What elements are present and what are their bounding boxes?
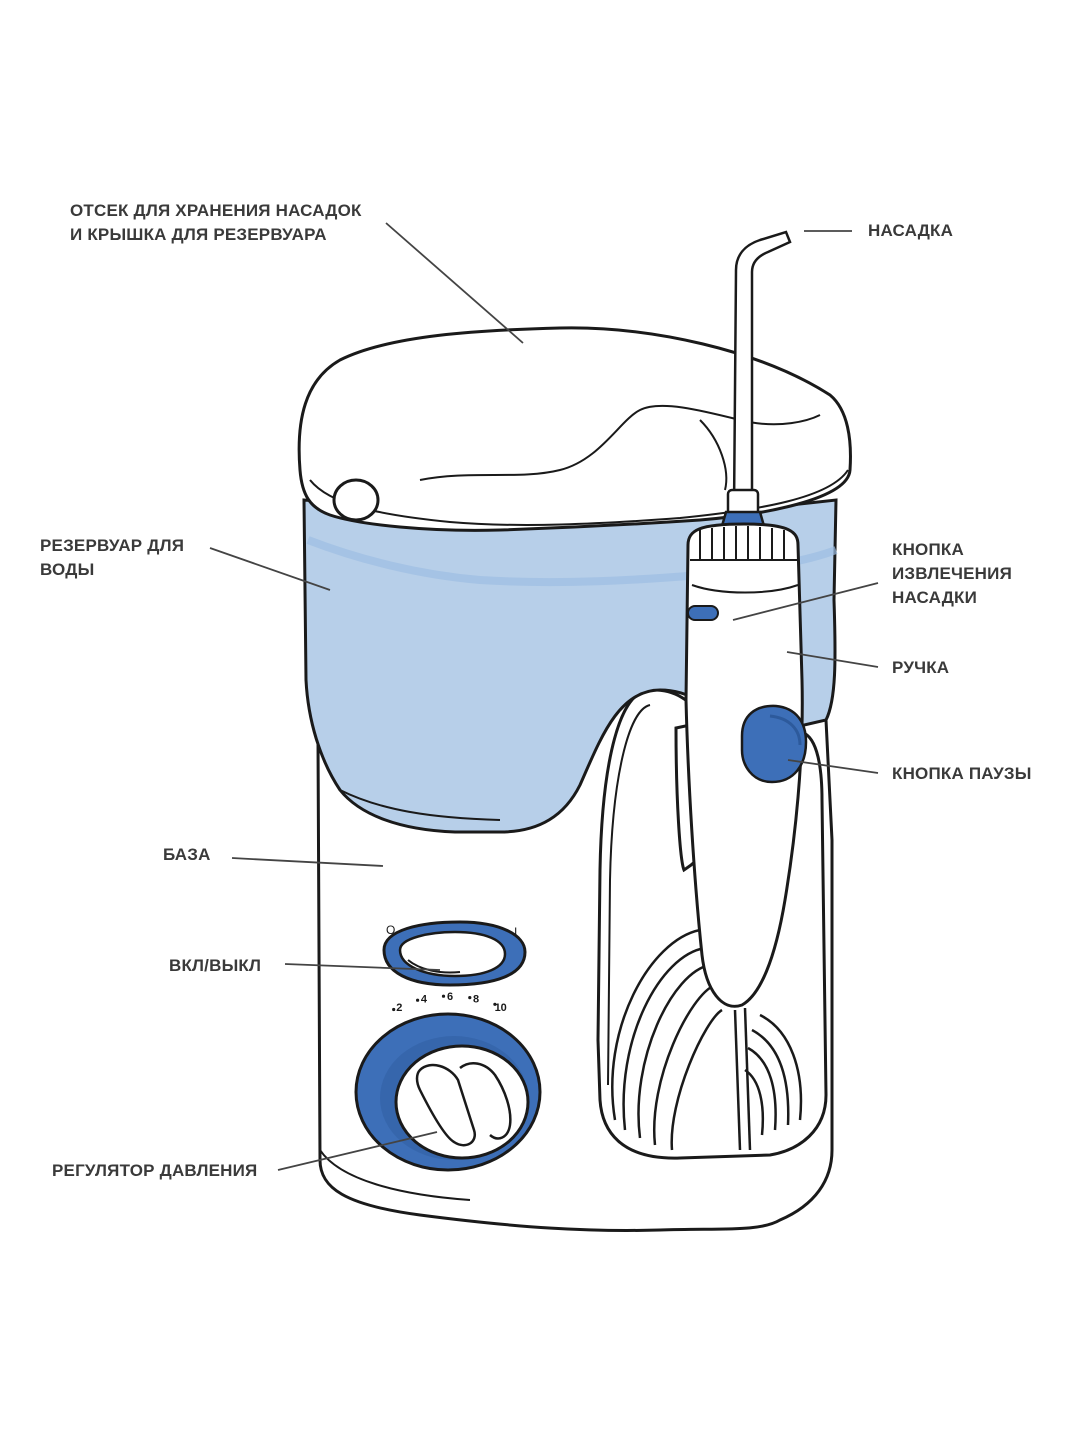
label-power: ВКЛ/ВЫКЛ [169, 956, 262, 975]
leader-tip-eject [732, 582, 879, 621]
leader-pressure [277, 1131, 438, 1171]
leader-lines [209, 222, 879, 1171]
pressure-scale-mark: 6 [447, 991, 453, 1003]
flosser-handle [684, 522, 808, 1008]
label-tip-eject: КНОПКА ИЗВЛЕЧЕНИЯ НАСАДКИ [892, 540, 1012, 607]
pressure-scale-dot [468, 996, 472, 1000]
pressure-scale-mark: 8 [473, 994, 479, 1006]
pressure-dial: 2 4 6 8 10 [354, 991, 542, 1172]
leader-base [231, 857, 384, 867]
leader-reservoir [209, 547, 331, 591]
label-handle: РУЧКА [892, 658, 950, 677]
pressure-scale-dot [392, 1007, 396, 1012]
label-storage-lid: ОТСЕК ДЛЯ ХРАНЕНИЯ НАСАДОК И КРЫШКА ДЛЯ … [70, 201, 362, 244]
label-tip: НАСАДКА [868, 221, 954, 240]
pressure-scale-mark: 4 [421, 994, 428, 1006]
label-pressure: РЕГУЛЯТОР ДАВЛЕНИЯ [52, 1161, 258, 1180]
pressure-scale-mark: 2 [396, 1002, 402, 1014]
pressure-scale-dot [416, 998, 420, 1002]
switch-on-mark: I [514, 925, 517, 939]
storage-lid [297, 326, 852, 532]
leader-storage-lid [385, 222, 524, 344]
pressure-scale: 2 4 6 8 10 [392, 991, 507, 1014]
leader-power [284, 963, 441, 971]
leader-pause [787, 759, 879, 774]
pressure-scale-dot [441, 994, 446, 998]
leader-handle [786, 651, 879, 668]
label-reservoir: РЕЗЕРВУАР ДЛЯ ВОДЫ [40, 536, 185, 579]
pressure-scale-mark: 10 [495, 1002, 507, 1014]
switch-off-mark: O [386, 923, 395, 937]
label-pause: КНОПКА ПАУЗЫ [892, 764, 1032, 783]
power-switch: O I [382, 920, 527, 987]
pressure-scale-dot [493, 1002, 497, 1006]
label-base: БАЗА [163, 845, 211, 864]
